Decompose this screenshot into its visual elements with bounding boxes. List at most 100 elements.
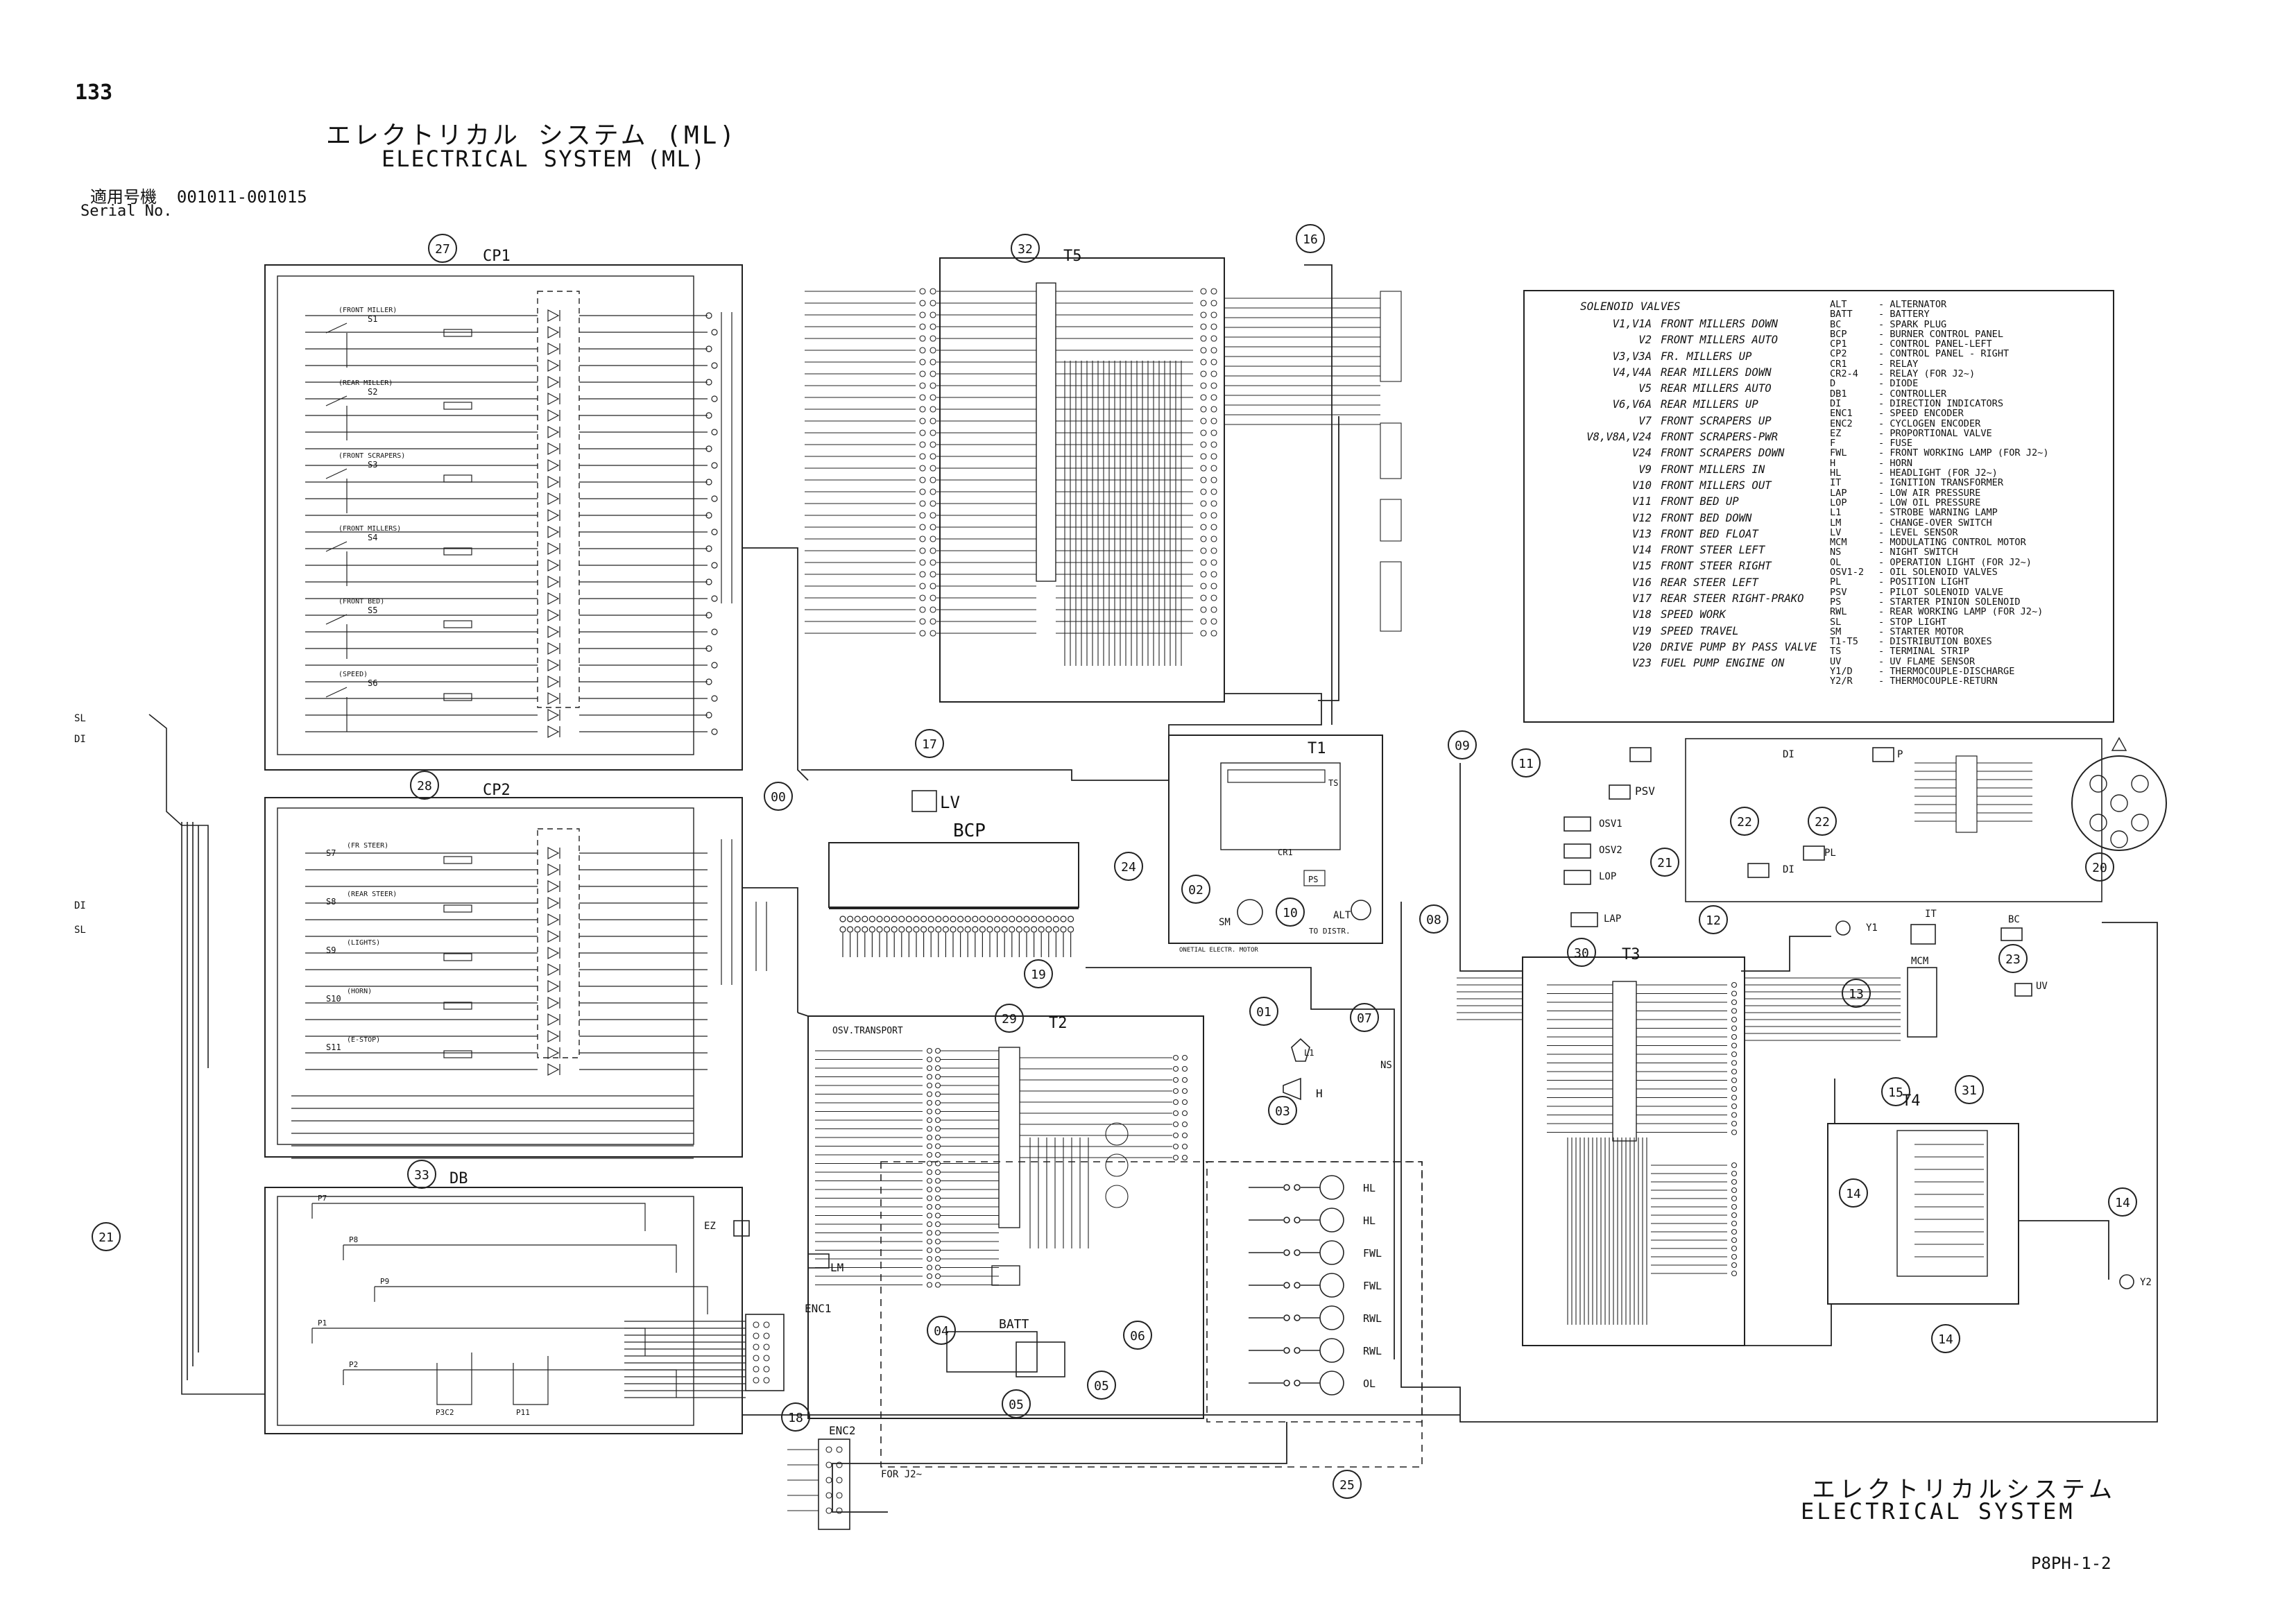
trunk-branch: [182, 825, 209, 1068]
t5-pin: [919, 418, 926, 424]
terminal-pin: [711, 529, 718, 535]
t2-pin: [1172, 1076, 1179, 1083]
switch-function-label: (SPEED): [339, 671, 368, 678]
bus-t3-t4: [1741, 1304, 1832, 1346]
abbr-code: CR1: [1830, 358, 1847, 370]
solenoid-code: V10: [1631, 479, 1652, 492]
solenoid-desc: FRONT STEER RIGHT: [1661, 560, 1772, 573]
t2-transport-label: OSV.TRANSPORT: [832, 1026, 903, 1036]
bcp-pin: [1016, 916, 1023, 922]
bcp-pin: [979, 926, 986, 933]
t2-pin: [934, 1151, 941, 1158]
pin-5: [2131, 814, 2149, 832]
solenoid-code: V9: [1638, 463, 1652, 476]
abbr-desc: - RELAY: [1878, 358, 1919, 370]
callout-circle: [1181, 875, 1210, 904]
db-connector-label: P7: [318, 1194, 327, 1203]
abbr-code: LOP: [1830, 497, 1847, 508]
switch-label: S4: [368, 533, 377, 542]
callout-circle: [1842, 979, 1871, 1008]
diode: [547, 393, 560, 405]
t5-pin: [929, 465, 936, 472]
component-label: PSV: [1635, 784, 1655, 798]
t3-terminal-strip: [1612, 981, 1637, 1142]
bcp-pin: [862, 916, 868, 922]
t2-pin: [926, 1273, 933, 1280]
bus-09: [1459, 763, 1523, 972]
terminal-pin: [705, 445, 712, 452]
component-label: CP1: [483, 248, 511, 265]
bcp-pin: [1067, 916, 1074, 922]
t5-pin: [919, 441, 926, 448]
callout-number: 03: [1275, 1104, 1290, 1119]
t3-pin: [1731, 1008, 1738, 1014]
bcp-pin: [1023, 926, 1030, 933]
switch-function-label: (FRONT SCRAPERS): [339, 452, 405, 460]
diode: [547, 913, 560, 926]
footer-code: P8PH-1-2: [2031, 1554, 2111, 1573]
t5-pin: [919, 429, 926, 436]
callout-circle: [410, 771, 439, 800]
solenoid-desc: FRONT BED UP: [1661, 495, 1739, 508]
t5-pin: [1200, 583, 1207, 590]
solenoid-desc: FRONT SCRAPERS-PWR: [1661, 431, 1778, 444]
lamp-symbol: [1319, 1338, 1344, 1363]
component-label: Y2: [2140, 1277, 2152, 1288]
terminal-pin: [705, 578, 712, 585]
p-r1-box: [1872, 747, 1894, 762]
lamp-label: HL: [1363, 1182, 1376, 1194]
bcp-pin: [1038, 926, 1045, 933]
callout-circle: [1011, 234, 1040, 263]
t2-pin: [1181, 1065, 1188, 1072]
t2-pin: [1172, 1065, 1179, 1072]
switch-function-label: (REAR MILLER): [339, 379, 393, 387]
bcp-pin: [1009, 916, 1016, 922]
t5-pin: [1210, 618, 1217, 625]
switch-function-label: (FR STEER): [347, 842, 388, 850]
lamp-pin: [1283, 1347, 1290, 1354]
pin-4: [2089, 814, 2107, 832]
t2-pin: [926, 1074, 933, 1080]
t3-pin: [1731, 1112, 1738, 1118]
enc1-box: [745, 1314, 785, 1391]
switch-function-label: (E-STOP): [347, 1036, 380, 1044]
t5-pin: [929, 453, 936, 460]
component-label: UV: [2036, 981, 2048, 992]
diode: [547, 709, 560, 721]
t5-pin: [1200, 370, 1207, 377]
enc1-pin: [753, 1332, 760, 1339]
t5-pin: [929, 359, 936, 366]
t2-pin: [934, 1247, 941, 1253]
diode: [547, 1047, 560, 1059]
bcp-pin: [993, 926, 1001, 933]
t5-pin: [929, 394, 936, 401]
component-label: TS: [1328, 778, 1338, 788]
t5-pin: [929, 571, 936, 578]
callout-circle: [1730, 807, 1759, 836]
t5-pin: [1200, 618, 1207, 625]
abbr-desc: - STARTER PINION SOLENOID: [1878, 596, 2021, 608]
t2-pin: [926, 1212, 933, 1219]
diode: [547, 459, 560, 472]
t5-pin: [1200, 524, 1207, 531]
bcp-pin: [986, 916, 993, 922]
enc1-pin: [753, 1321, 760, 1328]
t2-pin: [1172, 1154, 1179, 1161]
t5-pin: [919, 594, 926, 601]
diode: [547, 676, 560, 688]
t2-pin: [926, 1082, 933, 1089]
component-label: DI: [1783, 749, 1794, 760]
terminal-pin: [711, 628, 718, 635]
bcp-pin: [839, 926, 846, 933]
t5-pin: [919, 359, 926, 366]
t5-pin: [1210, 311, 1217, 318]
t5-pin: [929, 335, 936, 342]
abbr-code: CR2-4: [1830, 368, 1858, 380]
solenoid-desc: FRONT MILLERS IN: [1661, 463, 1765, 476]
callout-number: 23: [2005, 952, 2021, 967]
solenoid-code: V14: [1631, 544, 1652, 557]
switch-label: S6: [368, 678, 377, 688]
bcp-pin: [876, 916, 883, 922]
t5-pin: [1200, 500, 1207, 507]
abbr-desc: - FRONT WORKING LAMP (FOR J2~): [1878, 447, 2049, 459]
